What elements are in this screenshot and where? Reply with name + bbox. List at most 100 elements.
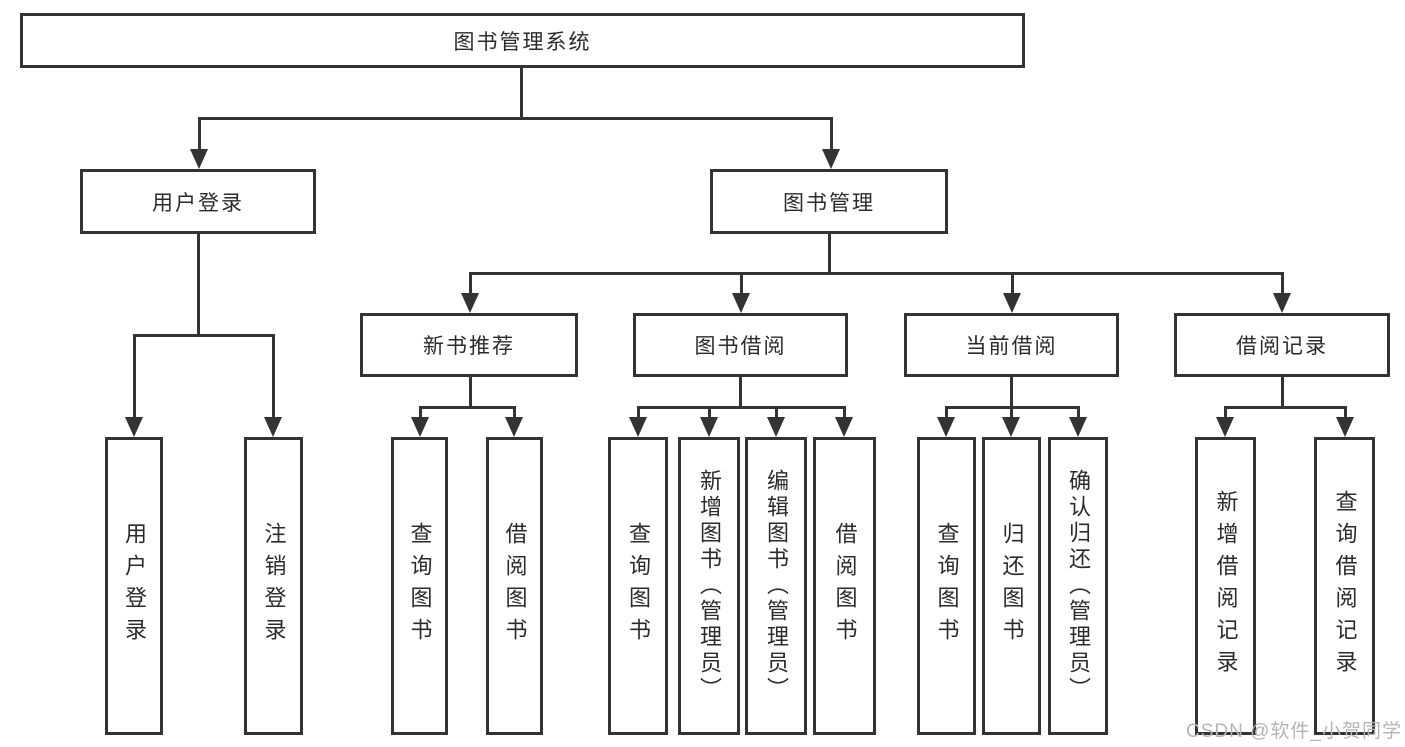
connector-arrow-down	[411, 407, 429, 437]
connector-vline	[196, 234, 200, 335]
connector-hline	[1223, 405, 1347, 409]
connector-vline	[738, 377, 742, 407]
connector-arrow-down	[1069, 407, 1087, 437]
arrow-shaft	[636, 407, 640, 421]
node-user-login: 用户登录	[80, 169, 316, 234]
connector-vline	[827, 234, 831, 273]
arrow-shaft	[829, 118, 833, 153]
connector-arrow-down	[732, 273, 750, 313]
connector-arrow-down	[700, 407, 718, 437]
leaf-return-book: 归还图书	[982, 437, 1041, 735]
connector-arrow-down	[1002, 407, 1020, 437]
leaf-label: 查询图书	[934, 522, 960, 650]
arrowhead-icon	[700, 417, 718, 437]
arrow-shaft	[739, 273, 743, 297]
node-label: 图书管理系统	[453, 30, 592, 54]
connector-arrow-down	[190, 118, 208, 169]
arrowhead-icon	[1336, 417, 1354, 437]
arrowhead-icon	[461, 293, 479, 313]
leaf-add-book-admin: 新增图书（管理员）	[678, 437, 740, 735]
leaf-label: 用户登录	[122, 522, 147, 650]
leaf-label: 编辑图书（管理员）	[764, 469, 789, 703]
node-label: 当前借阅	[965, 335, 1058, 358]
arrowhead-icon	[411, 417, 429, 437]
leaf-query-book-borrow: 查询图书	[608, 437, 668, 735]
connector-vline	[1009, 377, 1013, 407]
leaf-label: 查询图书	[407, 522, 433, 650]
arrowhead-icon	[190, 149, 208, 169]
leaf-label: 查询图书	[626, 522, 651, 650]
connector-arrow-down	[1216, 407, 1234, 437]
arrowhead-icon	[1273, 293, 1291, 313]
arrow-shaft	[1076, 407, 1080, 421]
leaf-label: 归还图书	[999, 522, 1025, 650]
arrowhead-icon	[264, 417, 282, 437]
arrowhead-icon	[822, 149, 840, 169]
connector-vline	[468, 377, 472, 407]
leaf-label: 借阅图书	[832, 522, 858, 650]
connector-hline	[418, 405, 516, 409]
connector-arrow-down	[1003, 273, 1021, 313]
csdn-watermark: CSDN @软件_小贺同学	[1186, 721, 1402, 742]
arrowhead-icon	[1216, 417, 1234, 437]
connector-arrow-down	[125, 335, 143, 437]
connector-arrow-down	[937, 407, 955, 437]
arrow-shaft	[842, 407, 846, 421]
arrowhead-icon	[629, 417, 647, 437]
leaf-logout: 注销登录	[244, 437, 303, 735]
arrowhead-icon	[937, 417, 955, 437]
leaf-confirm-return-admin: 确认归还（管理员）	[1048, 437, 1108, 735]
node-label: 新书推荐	[423, 335, 515, 358]
arrow-shaft	[1343, 407, 1347, 421]
connector-arrow-down	[264, 335, 282, 437]
arrow-shaft	[1280, 273, 1284, 297]
arrow-shaft	[271, 335, 275, 421]
connector-hline	[636, 405, 846, 409]
connector-arrow-down	[1336, 407, 1354, 437]
arrowhead-icon	[1002, 417, 1020, 437]
arrow-shaft	[1223, 407, 1227, 421]
connector-arrow-down	[629, 407, 647, 437]
connector-hline	[197, 116, 833, 120]
connector-vline	[1280, 377, 1284, 407]
leaf-label: 新增借阅记录	[1213, 490, 1239, 682]
connector-arrow-down	[1273, 273, 1291, 313]
leaf-label: 查询借阅记录	[1332, 490, 1358, 682]
arrowhead-icon	[125, 417, 143, 437]
connector-arrow-down	[505, 407, 523, 437]
leaf-query-book-current: 查询图书	[917, 437, 976, 735]
arrowhead-icon	[732, 293, 750, 313]
connector-arrow-down	[461, 273, 479, 313]
arrowhead-icon	[1069, 417, 1087, 437]
connector-arrow-down	[835, 407, 853, 437]
leaf-label: 新增图书（管理员）	[697, 469, 722, 703]
node-label: 图书管理	[783, 191, 875, 215]
arrow-shaft	[512, 407, 516, 421]
node-current-borrow: 当前借阅	[904, 313, 1119, 377]
arrow-shaft	[468, 273, 472, 297]
node-root-library-system: 图书管理系统	[20, 13, 1025, 68]
leaf-label: 确认归还（管理员）	[1066, 469, 1091, 703]
connector-vline	[519, 68, 523, 118]
leaf-label: 注销登录	[261, 522, 287, 650]
leaf-user-login: 用户登录	[105, 437, 163, 735]
node-borrow-records: 借阅记录	[1174, 313, 1390, 377]
node-book-management: 图书管理	[710, 169, 948, 234]
arrow-shaft	[132, 335, 136, 421]
arrow-shaft	[774, 407, 778, 421]
node-book-borrow: 图书借阅	[633, 313, 848, 377]
arrow-shaft	[1009, 407, 1013, 421]
arrowhead-icon	[767, 417, 785, 437]
arrow-shaft	[944, 407, 948, 421]
arrow-shaft	[1010, 273, 1014, 297]
connector-arrow-down	[767, 407, 785, 437]
arrow-shaft	[418, 407, 422, 421]
leaf-edit-book-admin: 编辑图书（管理员）	[745, 437, 807, 735]
node-label: 图书借阅	[694, 335, 787, 358]
connector-hline	[468, 271, 1284, 275]
arrowhead-icon	[1003, 293, 1021, 313]
arrow-shaft	[197, 118, 201, 153]
arrowhead-icon	[505, 417, 523, 437]
node-label: 借阅记录	[1236, 335, 1328, 358]
